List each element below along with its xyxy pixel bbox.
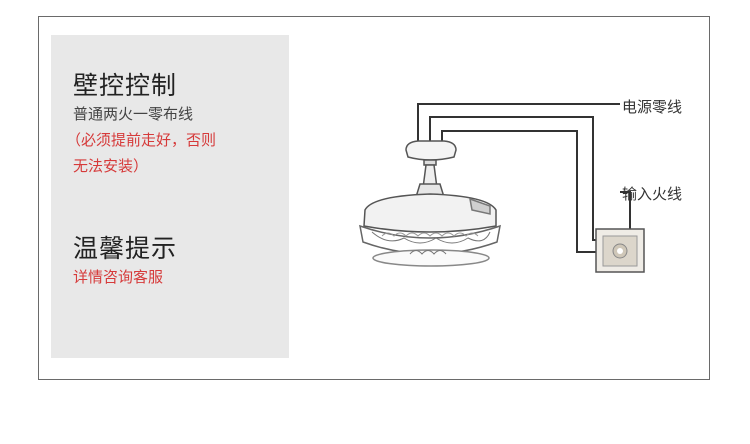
wall-switch-icon [595, 228, 645, 273]
info-panel [51, 35, 289, 358]
wall-control-title: 壁控控制 [73, 71, 178, 100]
tips-title: 温馨提示 [73, 234, 178, 263]
wiring-warning-line2: 无法安装） [73, 157, 149, 175]
wiring-warning-line1: （必须提前走好，否则 [66, 131, 217, 149]
live-wire-label: 输入火线 [622, 185, 683, 203]
wire-live-2 [441, 130, 596, 253]
wire-neutral [417, 103, 620, 142]
ceiling-fan-light-icon [359, 140, 501, 267]
neutral-wire-label: 电源零线 [622, 98, 683, 116]
wiring-description: 普通两火一零布线 [73, 105, 194, 123]
contact-support-text: 详情咨询客服 [73, 268, 164, 286]
